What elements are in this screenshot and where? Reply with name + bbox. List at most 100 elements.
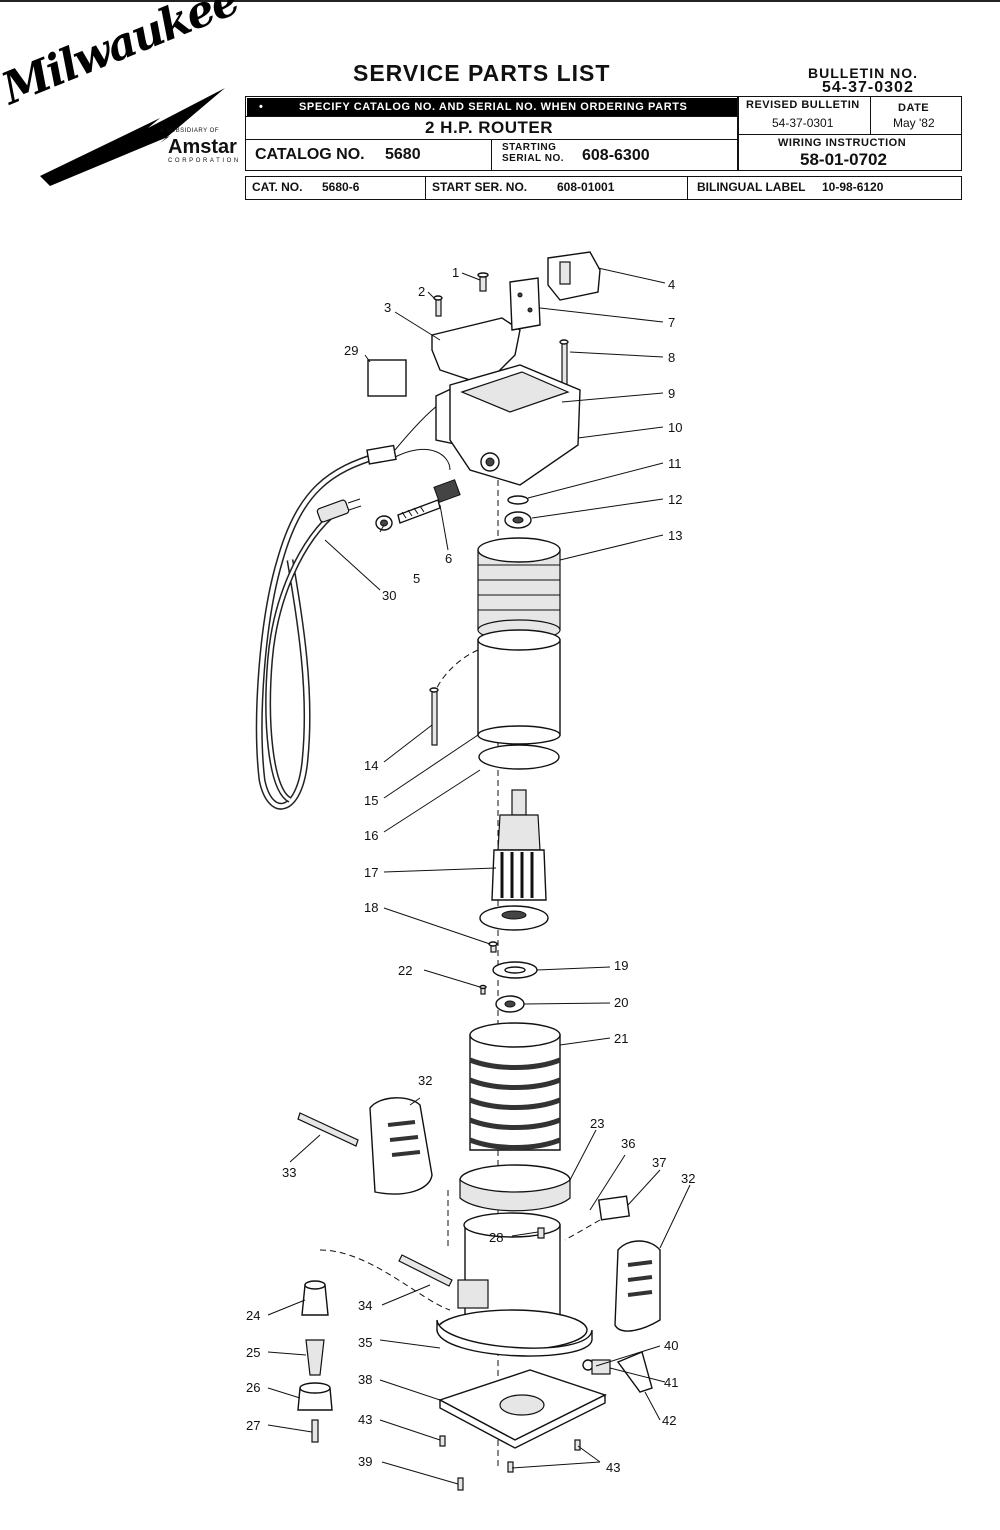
page-title: SERVICE PARTS LIST xyxy=(353,60,611,86)
set-screw-part xyxy=(537,1227,545,1239)
callout-29: 29 xyxy=(344,343,358,358)
catalog-number: 5680 xyxy=(385,146,421,163)
callout-43-right: 43 xyxy=(606,1460,620,1475)
bilingual-number: 10-98-6120 xyxy=(822,180,884,194)
callout-8: 8 xyxy=(668,350,675,365)
callout-38: 38 xyxy=(358,1372,372,1387)
switch-block-part xyxy=(509,277,541,331)
callout-14: 14 xyxy=(364,758,378,773)
cat-number: 5680-6 xyxy=(322,180,360,194)
callout-7: 7 xyxy=(668,315,675,330)
leader-lines xyxy=(267,267,691,1485)
motor-frame-part xyxy=(469,1022,561,1151)
brush-spring-part xyxy=(397,479,461,524)
router-base-part xyxy=(436,1212,593,1357)
collet-assembly-part xyxy=(297,1280,333,1443)
callout-28: 28 xyxy=(489,1230,503,1245)
revised-number: 54-37-0301 xyxy=(772,116,834,130)
switch-part xyxy=(547,251,601,301)
bilingual-label: BILINGUAL LABEL xyxy=(697,180,806,194)
divider xyxy=(245,139,739,140)
callout-17: 17 xyxy=(364,865,378,880)
alignment-dash xyxy=(435,649,479,691)
callout-22: 22 xyxy=(398,963,412,978)
date-label: DATE xyxy=(898,102,930,114)
callout-3: 3 xyxy=(384,300,391,315)
callout-19: 19 xyxy=(614,958,628,973)
callout-35: 35 xyxy=(358,1335,372,1350)
callout-16: 16 xyxy=(364,828,378,843)
header-box-bottom xyxy=(245,176,962,200)
callout-18: 18 xyxy=(364,900,378,915)
starting-serial: 608-6300 xyxy=(582,147,650,164)
callout-32-left: 32 xyxy=(418,1073,432,1088)
handle-screw-part xyxy=(297,1112,453,1287)
bulletin-number: 54-37-0302 xyxy=(822,79,914,96)
warning-label-part xyxy=(597,1195,631,1221)
callout-5: 5 xyxy=(413,571,420,586)
divider xyxy=(491,139,492,171)
callout-25: 25 xyxy=(246,1345,260,1360)
callout-2: 2 xyxy=(418,284,425,299)
subsidiary-text: A SUBSIDIARY OF xyxy=(160,128,219,134)
screw-part xyxy=(433,272,569,398)
wiring-number: 58-01-0702 xyxy=(800,150,887,169)
label-plate-part xyxy=(367,359,407,397)
ordering-instruction-bar: •SPECIFY CATALOG NO. AND SERIAL NO. WHEN… xyxy=(247,98,737,116)
callout-10: 10 xyxy=(668,420,682,435)
callout-6: 6 xyxy=(445,551,452,566)
callout-24: 24 xyxy=(246,1308,260,1323)
power-cord-part xyxy=(255,394,456,810)
field-coil-part xyxy=(477,537,561,641)
divider xyxy=(245,116,739,117)
header-box-left xyxy=(245,96,739,171)
bulletin-label: BULLETIN NO. xyxy=(808,65,918,81)
callout-42: 42 xyxy=(662,1413,676,1428)
callout-21: 21 xyxy=(614,1031,628,1046)
callout-27: 27 xyxy=(246,1418,260,1433)
callout-33: 33 xyxy=(282,1165,296,1180)
wiring-label: WIRING INSTRUCTION xyxy=(778,137,907,149)
callout-39: 39 xyxy=(358,1454,372,1469)
callout-43-left: 43 xyxy=(358,1412,372,1427)
product-name: 2 H.P. ROUTER xyxy=(425,118,554,137)
revised-label: REVISED BULLETIN xyxy=(746,99,860,111)
divider xyxy=(870,96,871,135)
amstar-logo-text: Amstar xyxy=(168,136,237,158)
callout-9: 9 xyxy=(668,386,675,401)
lock-lever-part xyxy=(582,1351,653,1393)
field-housing-part xyxy=(477,629,561,745)
start-ser-label: START SER. NO. xyxy=(432,180,528,194)
callout-36: 36 xyxy=(621,1136,635,1151)
callout-13: 13 xyxy=(668,528,682,543)
catalog-label: CATALOG NO. xyxy=(255,146,365,163)
starting-label: STARTING xyxy=(502,142,557,153)
divider xyxy=(737,134,962,135)
handle-knob-part xyxy=(369,1097,433,1195)
callout-30: 30 xyxy=(382,588,396,603)
callout-12: 12 xyxy=(668,492,682,507)
motor-housing-part xyxy=(449,364,581,486)
divider xyxy=(425,176,426,200)
callout-26: 26 xyxy=(246,1380,260,1395)
ordering-instruction: SPECIFY CATALOG NO. AND SERIAL NO. WHEN … xyxy=(299,101,688,113)
callout-11: 11 xyxy=(668,456,682,471)
header-box-right xyxy=(737,96,962,171)
armature-part xyxy=(479,789,549,931)
serial-label: SERIAL NO. xyxy=(502,153,565,164)
callout-1: 1 xyxy=(452,265,459,280)
cat-label: CAT. NO. xyxy=(252,180,303,194)
callout-32-right: 32 xyxy=(681,1171,695,1186)
long-screw-part xyxy=(429,687,439,746)
callout-34: 34 xyxy=(358,1298,372,1313)
lightning-mark xyxy=(40,88,225,186)
callout-37: 37 xyxy=(652,1155,666,1170)
callout-40: 40 xyxy=(664,1338,678,1353)
alignment-dash xyxy=(319,1190,601,1311)
callout-23: 23 xyxy=(590,1116,604,1131)
small-screw-part xyxy=(479,941,498,995)
divider xyxy=(687,176,688,200)
callout-41: 41 xyxy=(664,1375,678,1390)
callout-4: 4 xyxy=(668,277,675,292)
milwaukee-logo: Milwaukee A SUBSIDIARY OF Amstar CORPORA… xyxy=(0,0,245,188)
